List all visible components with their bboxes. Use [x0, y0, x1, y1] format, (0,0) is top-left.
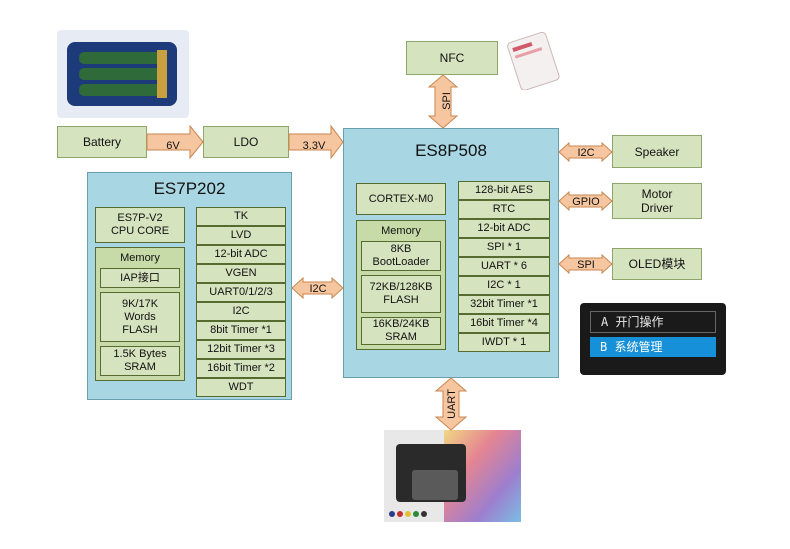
ldo-mcu-arrow [288, 124, 344, 160]
es8p508-title: ES8P508 [415, 141, 487, 160]
bat-ldo-label: 6V [166, 140, 180, 152]
peripheral-label: UART0/1/2/3 [209, 286, 273, 298]
peripheral-label: SPI * 1 [486, 241, 522, 253]
peripheral-label: IWDT * 1 [481, 336, 527, 348]
es8p508-peripheral: RTC [458, 200, 550, 219]
motor-driver-block: Motor Driver [612, 183, 702, 219]
es8p508-cpu-label: CORTEX-M0 [368, 192, 434, 205]
es7p202-flash-label: 9K/17K Words FLASH [121, 297, 159, 336]
peripheral-label: 128-bit AES [474, 184, 534, 196]
es8p508-peripheral: I2C * 1 [458, 276, 550, 295]
es7p202-peripheral: UART0/1/2/3 [196, 283, 286, 302]
es8p508-peripheral: UART * 6 [458, 257, 550, 276]
motor-driver-label: Motor Driver [641, 187, 673, 215]
es7p202-iap: IAP接口 [100, 268, 180, 288]
es7p202-flash: 9K/17K Words FLASH [100, 292, 180, 342]
es8p508-flash-label: 72KB/128KB FLASH [369, 281, 433, 306]
speaker-block: Speaker [612, 135, 702, 168]
es8p508-bootloader-label: 8KB BootLoader [372, 243, 430, 268]
es8p508-memory-label: Memory [381, 225, 421, 237]
peripheral-label: I2C [232, 305, 250, 317]
es7p202-memory-label: Memory [120, 252, 160, 264]
es7p202-peripheral: 8bit Timer *1 [196, 321, 286, 340]
es7p202-peripheral: VGEN [196, 264, 286, 283]
nfc-card-image [505, 30, 563, 91]
es7p202-sram-label: 1.5K Bytes SRAM [113, 348, 167, 373]
nfc-label: NFC [439, 51, 465, 65]
es7p202-block: ES7P202 ES7P-V2 CPU CORE Memory IAP接口 9K… [87, 172, 292, 400]
es8p508-memory: Memory 8KB BootLoader 72KB/128KB FLASH 1… [356, 220, 446, 350]
es7p202-cpu-label: ES7P-V2 CPU CORE [110, 212, 170, 237]
battery-block: Battery [57, 126, 147, 158]
es7p202-peripheral: 12-bit ADC [196, 245, 286, 264]
spi-oled-arrow [558, 253, 613, 275]
es8p508-peripheral: 16bit Timer *4 [458, 314, 550, 333]
es7p202-peripheral: 16bit Timer *2 [196, 359, 286, 378]
gpio-motor-arrow [558, 190, 613, 212]
es8p508-flash: 72KB/128KB FLASH [361, 275, 441, 313]
peripheral-label: 12-bit ADC [214, 248, 268, 260]
es8p508-block: ES8P508 CORTEX-M0 Memory 8KB BootLoader … [343, 128, 559, 378]
es8p508-peripheral: IWDT * 1 [458, 333, 550, 352]
i2c-mcus-arrow [291, 276, 344, 300]
i2c-speaker-label: I2C [577, 147, 594, 159]
peripheral-label: 32bit Timer *1 [470, 298, 538, 310]
peripheral-label: 12-bit ADC [477, 222, 531, 234]
ldo-label: LDO [233, 135, 259, 149]
peripheral-label: I2C * 1 [487, 279, 521, 291]
oled-label: OLED模块 [628, 257, 686, 271]
ldo-block: LDO [203, 126, 289, 158]
es8p508-peripheral: SPI * 1 [458, 238, 550, 257]
es7p202-title: ES7P202 [153, 179, 226, 198]
oled-line-a: A 开门操作 [590, 311, 716, 333]
peripheral-label: LVD [230, 229, 252, 241]
es8p508-cpu-core: CORTEX-M0 [356, 183, 446, 215]
oled-line-b: B 系统管理 [590, 337, 716, 357]
spi-nfc-label: SPI [441, 92, 453, 110]
es7p202-peripheral: WDT [196, 378, 286, 397]
ldo-mcu-label: 3.3V [303, 140, 326, 152]
spi-oled-label: SPI [577, 259, 595, 271]
es8p508-sram-label: 16KB/24KB SRAM [372, 318, 430, 343]
es8p508-sram: 16KB/24KB SRAM [361, 317, 441, 345]
peripheral-label: 16bit Timer *4 [470, 317, 538, 329]
es7p202-iap-label: IAP接口 [120, 271, 160, 284]
es8p508-peripheral: 12-bit ADC [458, 219, 550, 238]
es7p202-peripheral-list: TK LVD 12-bit ADC VGEN UART0/1/2/3 I2C 8… [196, 207, 286, 397]
es7p202-sram: 1.5K Bytes SRAM [100, 346, 180, 376]
i2c-mcus-label: I2C [309, 283, 326, 295]
es8p508-peripheral: 128-bit AES [458, 181, 550, 200]
es7p202-memory: Memory IAP接口 9K/17K Words FLASH 1.5K Byt… [95, 247, 185, 381]
battery-ldo-arrow [146, 124, 204, 160]
battery-image [57, 30, 189, 118]
es8p508-peripheral: 32bit Timer *1 [458, 295, 550, 314]
es7p202-peripheral: I2C [196, 302, 286, 321]
i2c-speaker-arrow [558, 141, 613, 163]
peripheral-label: TK [233, 210, 249, 222]
oled-block: OLED模块 [612, 248, 702, 280]
es7p202-peripheral: 12bit Timer *3 [196, 340, 286, 359]
battery-label: Battery [82, 135, 121, 149]
spi-nfc-arrow [427, 74, 459, 129]
peripheral-label: WDT [228, 381, 254, 393]
es7p202-cpu-core: ES7P-V2 CPU CORE [95, 207, 185, 243]
peripheral-label: VGEN [225, 267, 257, 279]
es8p508-bootloader: 8KB BootLoader [361, 241, 441, 271]
speaker-label: Speaker [634, 144, 680, 159]
uart-finger-arrow [434, 377, 468, 431]
peripheral-label: 16bit Timer *2 [207, 362, 275, 374]
es7p202-peripheral: TK [196, 207, 286, 226]
gpio-motor-label: GPIO [572, 196, 600, 208]
oled-screen-image: A 开门操作 B 系统管理 [580, 303, 726, 375]
peripheral-label: 8bit Timer *1 [210, 324, 272, 336]
peripheral-label: 12bit Timer *3 [207, 343, 275, 355]
peripheral-label: UART * 6 [480, 260, 528, 272]
nfc-block: NFC [406, 41, 498, 75]
es7p202-peripheral: LVD [196, 226, 286, 245]
fingerprint-module-image [384, 430, 521, 522]
uart-finger-label: UART [446, 389, 458, 419]
peripheral-label: RTC [492, 203, 516, 215]
es8p508-peripheral-list: 128-bit AES RTC 12-bit ADC SPI * 1 UART … [458, 181, 550, 352]
